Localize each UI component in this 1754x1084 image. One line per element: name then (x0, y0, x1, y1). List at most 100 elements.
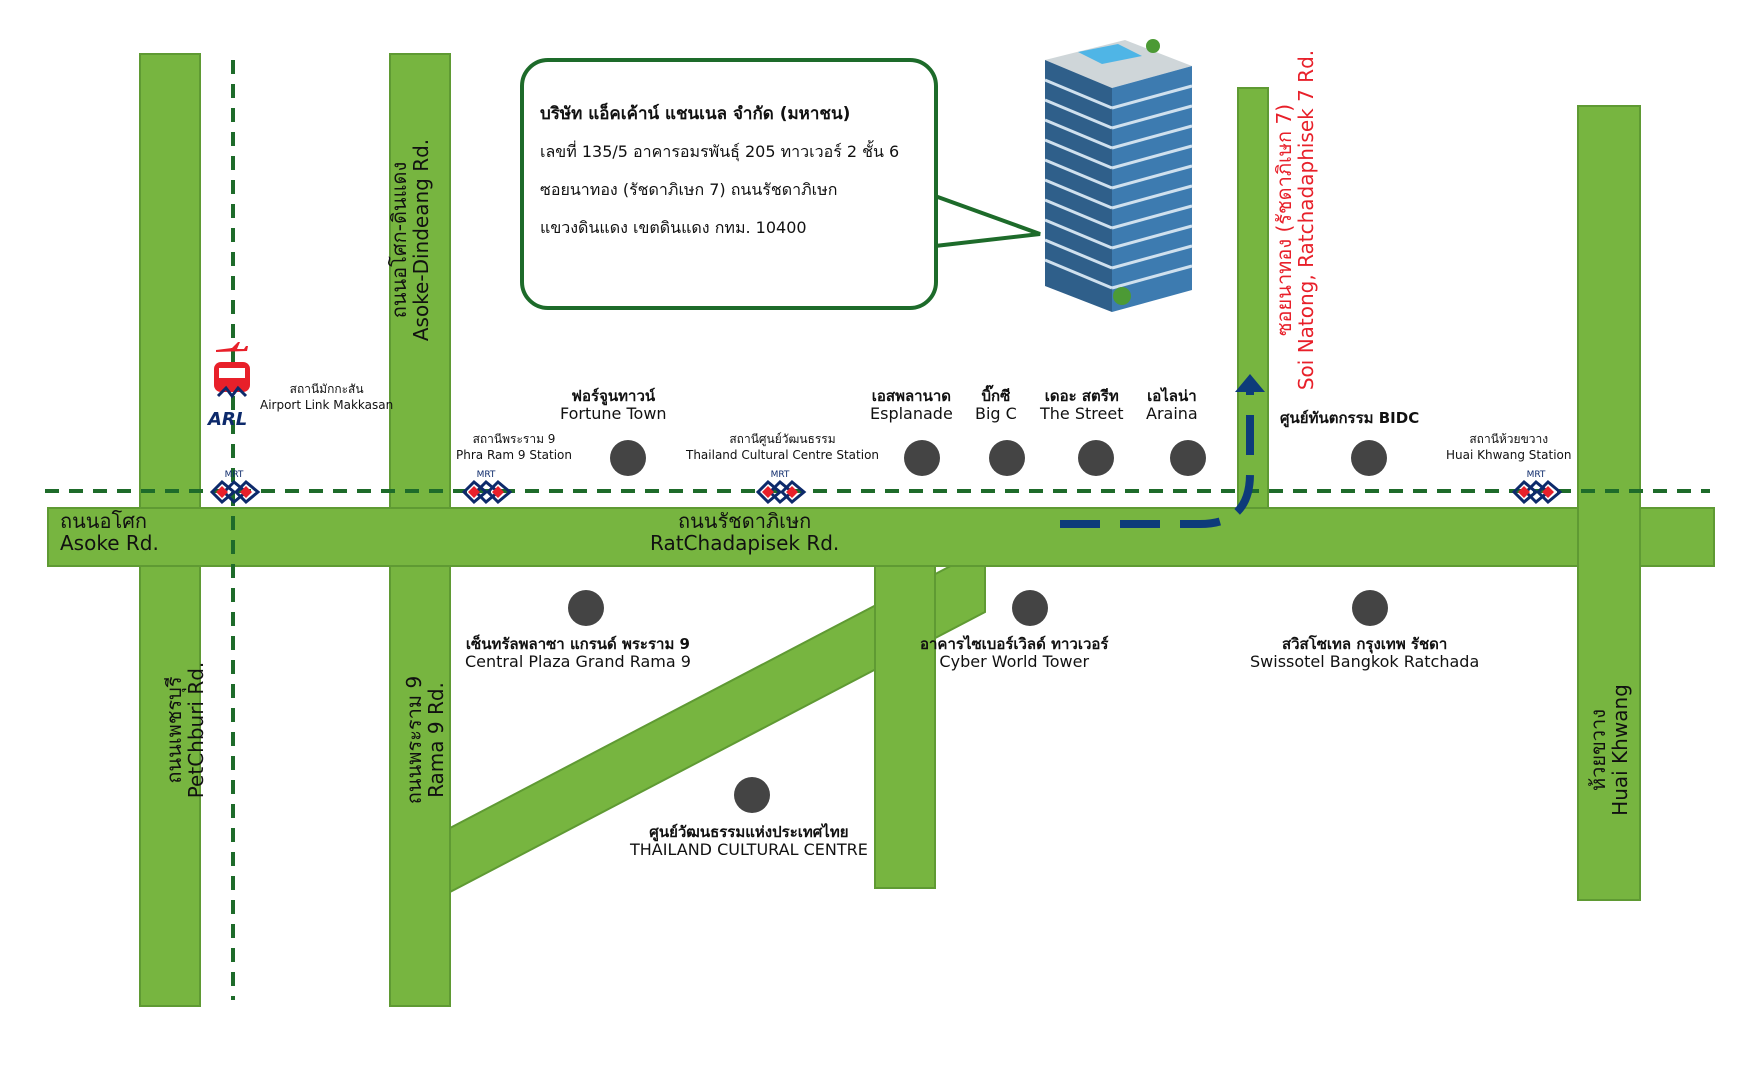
esplanade-en: Esplanade (870, 404, 953, 424)
asoke-dindaeng-road-th: ถนนอโศก-ดินแดง (387, 161, 411, 319)
cultural-centre-label: ศูนย์วัฒนธรรมแห่งประเทศไทย THAILAND CULT… (630, 823, 868, 860)
cyber-world-en: Cyber World Tower (939, 652, 1090, 672)
asoke-road-label: ถนนอโศก Asoke Rd. (60, 510, 159, 554)
mrt-logo-text: MRT (1527, 470, 1546, 480)
huai-khwang-road-en: Huai Khwang (1608, 684, 1632, 816)
central-rama9-label: เซ็นทรัลพลาซา แกรนด์ พระราม 9 Central Pl… (465, 635, 691, 672)
mrt-logo-text: MRT (771, 470, 790, 480)
araina-label: เอไลน่า Araina (1146, 387, 1198, 424)
esplanade-th: เอสพลานาด (871, 387, 951, 405)
landmark-dot-icon (568, 590, 604, 626)
araina-en: Araina (1146, 404, 1198, 424)
mrt-logo-text: MRT (477, 470, 496, 480)
landmark-dot-icon (1351, 440, 1387, 476)
huai-khwang-station-en: Huai Khwang Station (1446, 448, 1572, 463)
airplane-icon (216, 342, 248, 352)
swissotel-th: สวิสโซเทล กรุงเทพ รัชดา (1281, 635, 1448, 653)
mrt-logo-icon: MRT (755, 470, 807, 505)
cultural-centre-en: THAILAND CULTURAL CENTRE (630, 840, 868, 860)
phra-ram-9-station-label: สถานีพระราม 9 Phra Ram 9 Station (456, 431, 572, 463)
cultural-centre-station-en: Thailand Cultural Centre Station (686, 448, 880, 463)
phra-ram-9-station-th: สถานีพระราม 9 (472, 432, 556, 446)
central-rama9-en: Central Plaza Grand Rama 9 (465, 652, 691, 672)
road-diagonal (449, 546, 986, 894)
bidc-th: ศูนย์ทันตกรรม BIDC (1280, 409, 1420, 427)
address-line-1: เลขที่ 135/5 อาคารอมรพันธุ์ 205 ทาวเวอร์… (540, 142, 900, 161)
road-ratchadapisek (47, 507, 1715, 567)
big-c-en: Big C (975, 404, 1017, 424)
petchburi-road-th: ถนนเพชรบุรี (162, 676, 186, 784)
the-street-label: เดอะ สตรีท The Street (1040, 387, 1124, 424)
cultural-centre-th: ศูนย์วัฒนธรรมแห่งประเทศไทย (649, 823, 849, 841)
cyber-world-th: อาคารไซเบอร์เวิลด์ ทาวเวอร์ (920, 635, 1109, 653)
the-street-th: เดอะ สตรีท (1044, 387, 1119, 405)
ratchadapisek-road-en: RatChadapisek Rd. (650, 531, 840, 555)
route-arrowhead (1235, 374, 1265, 392)
airport-link-icon (214, 342, 250, 399)
ratchadapisek-road-th: ถนนรัชดาภิเษก (677, 509, 812, 533)
train-icon (214, 362, 250, 399)
road-network (47, 53, 1715, 1007)
company-address-callout: บริษัท แอ็คเค้าน์ แชนเนล จำกัด (มหาชน) เ… (520, 58, 938, 310)
fortune-town-en: Fortune Town (560, 404, 667, 424)
route-path (1060, 392, 1254, 528)
petchburi-road-label: ถนนเพชรบุรี PetChburi Rd. (162, 630, 217, 830)
central-rama9-th: เซ็นทรัลพลาซา แกรนด์ พระราม 9 (465, 635, 690, 653)
araina-th: เอไลน่า (1147, 387, 1197, 405)
address-line-3: แขวงดินแดง เขตดินแดง กทม. 10400 (540, 218, 807, 237)
landmark-dot-icon (610, 440, 646, 476)
arl-station-en: Airport Link Makkasan (260, 398, 394, 413)
company-name: บริษัท แอ็คเค้าน์ แชนเนล จำกัด (มหาชน) (540, 104, 851, 124)
phra-ram-9-station-en: Phra Ram 9 Station (456, 448, 572, 463)
office-building-icon (1044, 39, 1193, 312)
rama9-road-en: Rama 9 Rd. (424, 682, 448, 798)
mrt-logo-text: MRT (225, 470, 244, 480)
swissotel-en: Swissotel Bangkok Ratchada (1250, 652, 1480, 672)
fortune-town-label: ฟอร์จูนทาวน์ Fortune Town (560, 387, 667, 424)
rail-lines (45, 60, 1710, 1000)
big-c-label: บิ๊กซี Big C (975, 387, 1017, 424)
soi-natong-road-label: ซอยนาทอง (รัชดาภิเษก 7) Soi Natong, Ratc… (1272, 30, 1327, 410)
fortune-town-th: ฟอร์จูนทาวน์ (571, 387, 656, 405)
bidc-label: ศูนย์ทันตกรรม BIDC (1280, 409, 1420, 427)
landmark-dot-icon (989, 440, 1025, 476)
landmark-dot-icon (734, 777, 770, 813)
asoke-dindaeng-road-en: Asoke-Dindeang Rd. (409, 138, 433, 342)
landmark-dot-icon (1012, 590, 1048, 626)
huai-khwang-road-th: ห้วยขวาง (1586, 708, 1610, 792)
cultural-centre-station-th: สถานีศูนย์วัฒนธรรม (729, 432, 836, 446)
big-c-th: บิ๊กซี (981, 387, 1011, 405)
ratchadapisek-road-label: ถนนรัชดาภิเษก RatChadapisek Rd. (650, 510, 839, 554)
rama9-road-th: ถนนพระราม 9 (402, 675, 426, 805)
mrt-logo-icon: MRT (1511, 470, 1563, 505)
arl-station-th: สถานีมักกะสัน (289, 382, 364, 396)
mrt-logo-icon: MRT (461, 470, 513, 505)
asoke-dindaeng-road-label: ถนนอโศก-ดินแดง Asoke-Dindeang Rd. (387, 120, 442, 360)
soi-natong-road-en: Soi Natong, Ratchadaphisek 7 Rd. (1294, 49, 1318, 391)
asoke-road-th: ถนนอโศก (60, 509, 148, 533)
mrt-logo-icon: MRT (209, 470, 261, 505)
route-arrow-icon (1060, 374, 1265, 528)
asoke-road-en: Asoke Rd. (60, 531, 159, 555)
landmark-dot-icon (1352, 590, 1388, 626)
esplanade-label: เอสพลานาด Esplanade (870, 387, 953, 424)
swissotel-label: สวิสโซเทล กรุงเทพ รัชดา Swissotel Bangko… (1250, 635, 1480, 672)
callout-pointer (933, 193, 1041, 249)
huai-khwang-station-label: สถานีห้วยขวาง Huai Khwang Station (1446, 431, 1571, 463)
huai-khwang-road-label: ห้วยขวาง Huai Khwang (1586, 670, 1641, 830)
arl-logo-text: ARL (208, 409, 248, 430)
rama9-road-label: ถนนพระราม 9 Rama 9 Rd. (402, 650, 457, 830)
address-line-2: ซอยนาทอง (รัชดาภิเษก 7) ถนนรัชดาภิเษก (540, 180, 838, 199)
landmark-dot-icon (904, 440, 940, 476)
landmark-dot-icon (1170, 440, 1206, 476)
soi-natong-road-th: ซอยนาทอง (รัชดาภิเษก 7) (1272, 103, 1296, 337)
road-huai-khwang (1577, 105, 1641, 901)
road-cyber-world (874, 547, 936, 889)
cyber-world-label: อาคารไซเบอร์เวิลด์ ทาวเวอร์ Cyber World … (920, 635, 1109, 672)
huai-khwang-station-th: สถานีห้วยขวาง (1469, 432, 1549, 446)
petchburi-road-en: PetChburi Rd. (184, 661, 208, 799)
landmark-dot-icon (1078, 440, 1114, 476)
the-street-en: The Street (1040, 404, 1124, 424)
cultural-centre-station-label: สถานีศูนย์วัฒนธรรม Thailand Cultural Cen… (686, 431, 879, 463)
